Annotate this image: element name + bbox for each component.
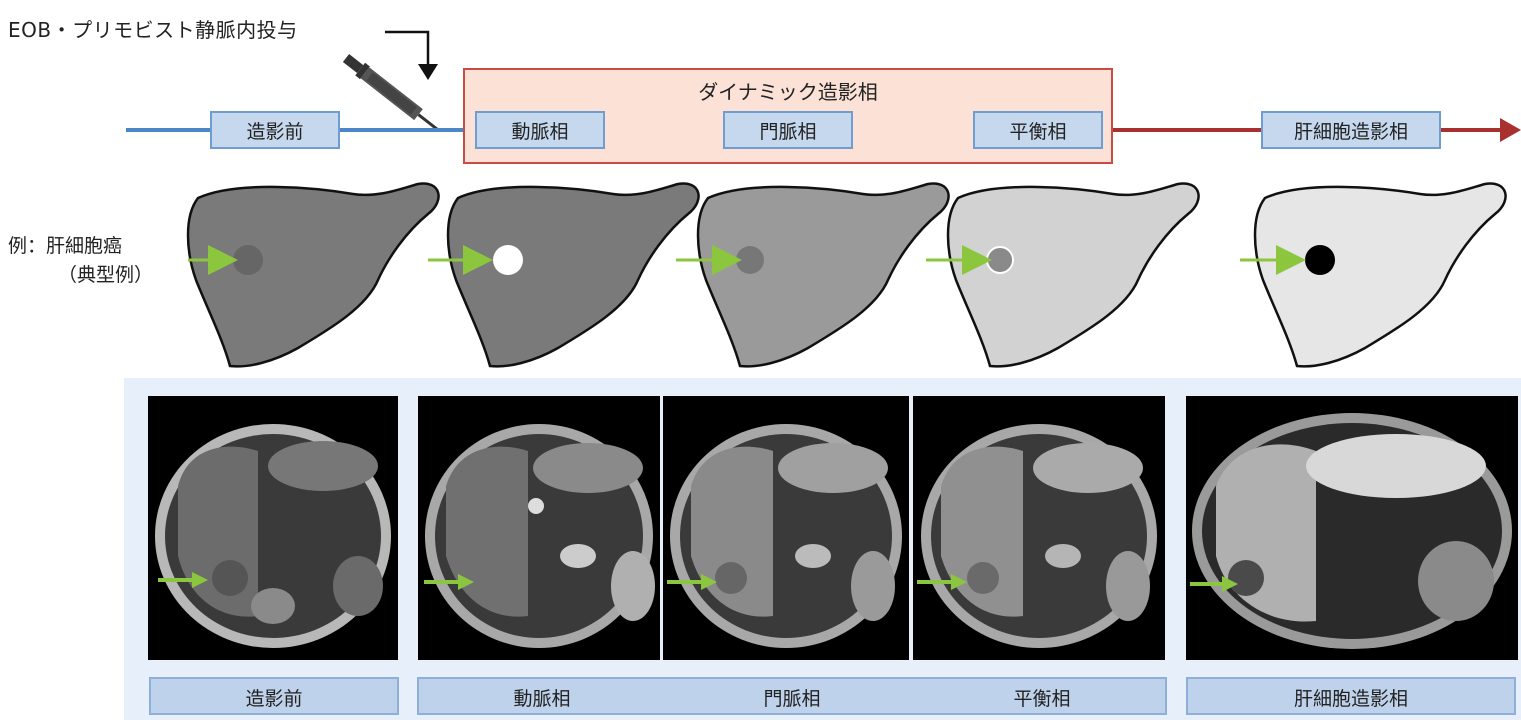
caption-pre: 造影前 [149,684,399,711]
mri-scan-equilibrium [913,396,1165,660]
tumor-arterial [493,245,523,275]
timeline-arrowhead [1500,118,1521,142]
liver-schematics [0,180,1521,375]
caption-arterial: 動脈相 [417,684,667,711]
phase-box-arterial: 動脈相 [475,111,605,149]
liver-portal [698,183,949,366]
phase-box-portal: 門脈相 [723,111,853,149]
tumor-pre [233,245,263,275]
caption-portal: 門脈相 [667,684,917,711]
liver-pre [188,183,439,366]
injection-arrowhead [418,64,438,80]
phase-box-pre: 造影前 [210,111,340,149]
mri-scan-arterial [418,396,660,660]
dynamic-phase-title: ダイナミック造影相 [463,76,1113,105]
tumor-equilibrium [987,247,1013,273]
phase-box-equilibrium: 平衡相 [973,111,1103,149]
mri-scan-portal [663,396,909,660]
liver-hepatobiliary [1255,183,1506,366]
liver-arterial [448,183,699,366]
caption-equilibrium: 平衡相 [917,684,1167,711]
phase-box-hepatobiliary: 肝細胞造影相 [1261,111,1441,149]
liver-equilibrium [948,183,1199,366]
mri-scan-pre [148,396,398,660]
tumor-portal [736,246,764,274]
tumor-hepatobiliary [1305,245,1335,275]
mri-scan-hepatobiliary [1186,396,1518,660]
caption-hepatobiliary: 肝細胞造影相 [1186,684,1516,711]
